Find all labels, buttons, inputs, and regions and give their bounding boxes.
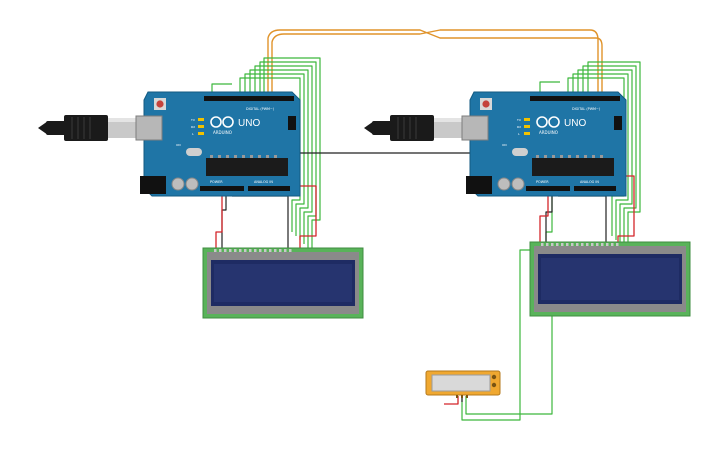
led-on-label: ON (176, 143, 181, 147)
arduino-uno-left[interactable]: ARDUINO UNO DIGITAL (PWM~) ANALOG IN POW… (135, 91, 301, 197)
microcontroller-chip (532, 158, 614, 176)
usb-cable-left[interactable] (38, 115, 138, 141)
analog-header-label: ANALOG IN (580, 180, 599, 184)
power-header-label: POWER (536, 180, 549, 184)
serial-wire-orange[interactable] (267, 29, 603, 98)
led-on-label: ON (502, 143, 507, 147)
lcd-display-right[interactable] (529, 241, 691, 317)
led-tx-label: TX (516, 118, 521, 122)
led-l-label: L (518, 132, 520, 136)
microcontroller-chip (206, 158, 288, 176)
digital-header-label: DIGITAL (PWM~) (572, 107, 601, 111)
arduino-uno-right[interactable]: ARDUINO UNO DIGITAL (PWM~) ANALOG IN POW… (461, 91, 627, 197)
digital-header-label: DIGITAL (PWM~) (246, 107, 275, 111)
led-tx-label: TX (190, 118, 195, 122)
led-l-label: L (192, 132, 194, 136)
arduino-logo-icon (536, 116, 560, 128)
analog-header-label: ANALOG IN (254, 180, 273, 184)
lcd-display-left[interactable] (202, 247, 364, 319)
power-header-label: POWER (210, 180, 223, 184)
reset-button-cap[interactable] (156, 100, 164, 108)
temperature-sensor[interactable] (425, 370, 501, 398)
board-name-label: UNO (238, 118, 260, 129)
brand-label: ARDUINO (213, 130, 232, 135)
brand-label: ARDUINO (539, 130, 558, 135)
arduino-logo-icon (210, 116, 234, 128)
led-rx-label: RX (191, 125, 195, 129)
wires (211, 29, 641, 421)
board-name-label: UNO (564, 118, 586, 129)
usb-cable-right[interactable] (364, 115, 464, 141)
led-rx-label: RX (517, 125, 521, 129)
wires-right-digital[interactable] (539, 61, 641, 252)
wires-left-digital[interactable] (211, 57, 321, 252)
reset-button-cap[interactable] (482, 100, 490, 108)
